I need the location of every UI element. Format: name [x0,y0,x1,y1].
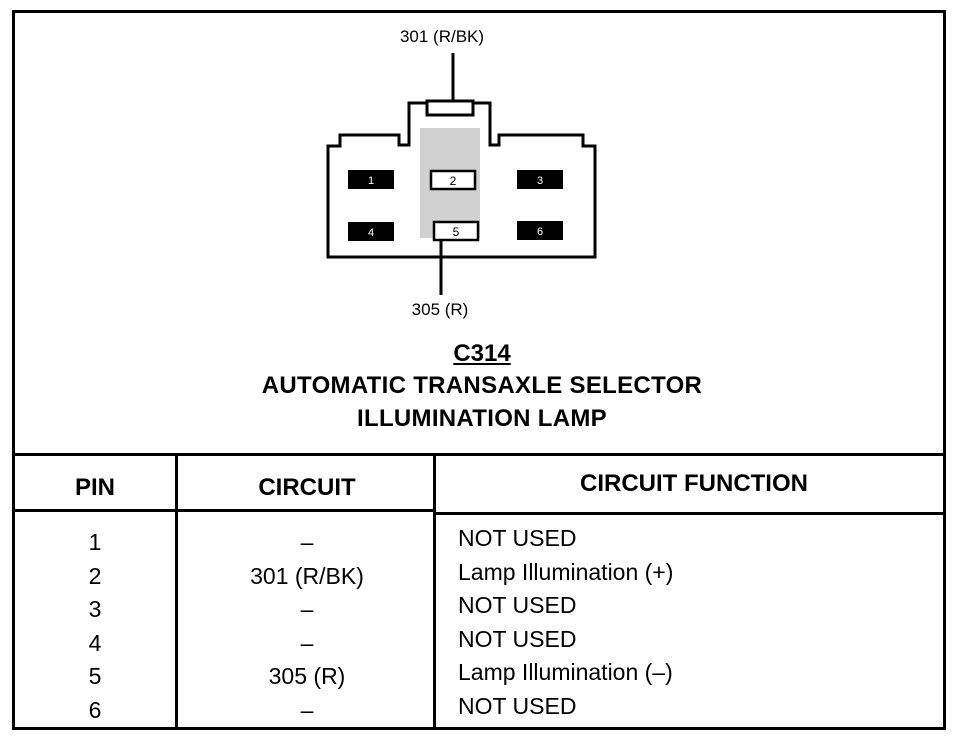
circuit-cell: – [300,696,314,723]
circuit-cell: – [300,529,314,555]
svg-text:3: 3 [537,175,543,187]
cavity-5: 5 [432,220,480,242]
function-column: CIRCUIT FUNCTION NOT USED Lamp Illuminat… [433,456,943,727]
pin-table: PIN 1 2 3 4 5 6 CIRCUIT – 301 (R/BK) – –… [15,453,943,727]
pin-cell: 6 [88,696,102,723]
connector-id: C314 [453,340,511,367]
function-header: CIRCUIT FUNCTION [436,456,943,515]
function-cell: NOT USED [458,692,577,719]
connector-diagram: 301 (R/BK) 1 2 3 4 5 [326,27,597,319]
cavity-1: 1 [348,170,394,189]
pin-column: PIN 1 2 3 4 5 6 [15,456,175,727]
pin-cell: 5 [88,663,102,689]
title-line-2: ILLUMINATION LAMP [357,405,607,432]
title-line-1: AUTOMATIC TRANSAXLE SELECTOR [261,372,703,399]
title-block: C314 AUTOMATIC TRANSAXLE SELECTOR ILLUMI… [15,339,943,435]
circuit-cell: 301 (R/BK) [250,562,364,589]
pin-header: PIN [15,456,175,512]
cavity-4: 4 [348,222,394,241]
circuit-cell: 305 (R) [268,663,346,689]
svg-text:1: 1 [368,175,374,187]
function-cell: Lamp Illumination (–) [458,659,673,685]
diagram-frame: 301 (R/BK) 1 2 3 4 5 [12,10,946,730]
function-cell: NOT USED [458,592,577,618]
circuit-column: CIRCUIT – 301 (R/BK) – – 305 (R) – [175,456,436,727]
function-cell: Lamp Illumination (+) [458,558,674,585]
cavity-6: 6 [517,221,563,240]
pin-cell: 3 [88,596,102,622]
circuit-header: CIRCUIT [178,456,436,512]
cavity-3: 3 [517,170,563,189]
circuit-cell: – [300,596,314,622]
top-wire-label: 301 (R/BK) [400,27,484,46]
circuit-cell: – [300,629,314,656]
pin-cell: 2 [88,562,102,589]
pin-cell: 4 [88,629,102,656]
svg-text:5: 5 [453,225,460,239]
function-cell: NOT USED [458,525,577,551]
connector-latch [425,99,475,117]
svg-text:4: 4 [368,227,374,239]
bottom-wire-label: 305 (R) [412,300,469,319]
svg-text:6: 6 [537,226,543,238]
cavity-2: 2 [429,169,477,191]
svg-text:2: 2 [450,174,457,188]
function-cell: NOT USED [458,625,577,652]
pin-cell: 1 [88,529,102,555]
